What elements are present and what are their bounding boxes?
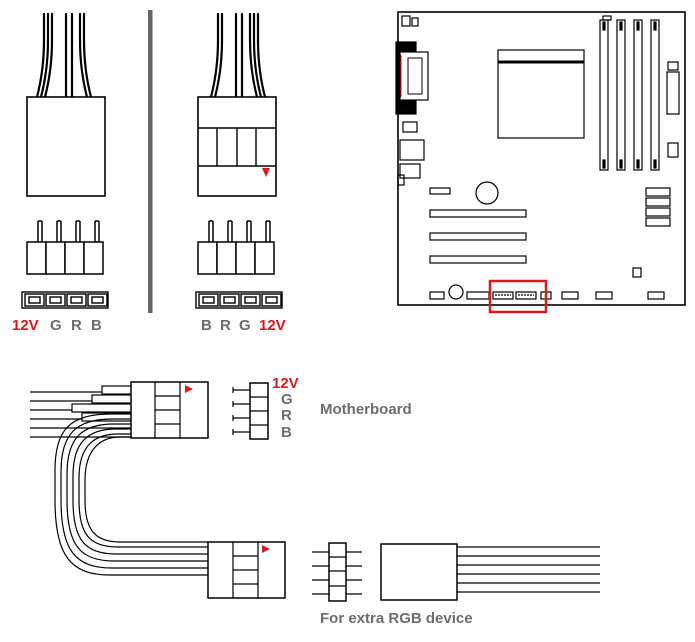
chipset-heatsink bbox=[475, 181, 499, 205]
right-pin-label-g: G bbox=[239, 317, 251, 334]
motherboard-outline bbox=[397, 11, 686, 306]
right-pin-label-r: R bbox=[220, 317, 231, 334]
left-pin-label-b: B bbox=[91, 317, 102, 334]
pcie-slots bbox=[429, 187, 527, 264]
rear-io bbox=[395, 15, 429, 186]
plug-pin-cells-right bbox=[198, 127, 276, 167]
socket-row-right bbox=[195, 291, 283, 309]
rgb-header-highlight bbox=[488, 279, 548, 314]
splitter-pin-label-b: B bbox=[281, 424, 292, 441]
splitter-lower-connector bbox=[207, 541, 286, 599]
pin1-marker-upper-icon bbox=[185, 385, 193, 393]
splitter-pin-label-g: G bbox=[281, 391, 293, 408]
extra-device-plug bbox=[380, 543, 600, 601]
dimm-slots bbox=[599, 19, 660, 171]
pin1-marker-lower-icon bbox=[262, 545, 270, 553]
left-pin-label-g: G bbox=[50, 317, 62, 334]
extra-device-label: For extra RGB device bbox=[320, 610, 473, 627]
splitter-upper-connector bbox=[130, 381, 209, 439]
sata-ports bbox=[645, 187, 671, 227]
splitter-cable bbox=[30, 381, 600, 602]
connector-right bbox=[195, 12, 283, 309]
right-pin-label-b: B bbox=[201, 317, 212, 334]
pin-header-left bbox=[26, 220, 104, 275]
connector-left bbox=[21, 12, 109, 309]
motherboard-illustration bbox=[395, 11, 686, 314]
pin-header-right bbox=[197, 220, 275, 275]
cpu-socket bbox=[497, 49, 585, 139]
left-pin-label-r: R bbox=[71, 317, 82, 334]
left-pin-label-12v: 12V bbox=[12, 317, 39, 334]
right-pin-label-12v: 12V bbox=[259, 317, 286, 334]
extra-device-header-pins bbox=[312, 542, 362, 602]
divider bbox=[148, 10, 153, 313]
splitter-branch-wires bbox=[54, 413, 208, 576]
motherboard-label: Motherboard bbox=[320, 401, 412, 418]
splitter-header-pins bbox=[232, 382, 269, 440]
cable-right bbox=[209, 12, 267, 99]
splitter-pin-label-12v: 12V bbox=[272, 375, 299, 392]
splitter-pin-label-r: R bbox=[281, 407, 292, 424]
pin1-marker-icon bbox=[262, 168, 270, 177]
cable-left bbox=[35, 12, 93, 99]
socket-row-left bbox=[21, 291, 109, 309]
plug-housing-left bbox=[26, 96, 106, 197]
